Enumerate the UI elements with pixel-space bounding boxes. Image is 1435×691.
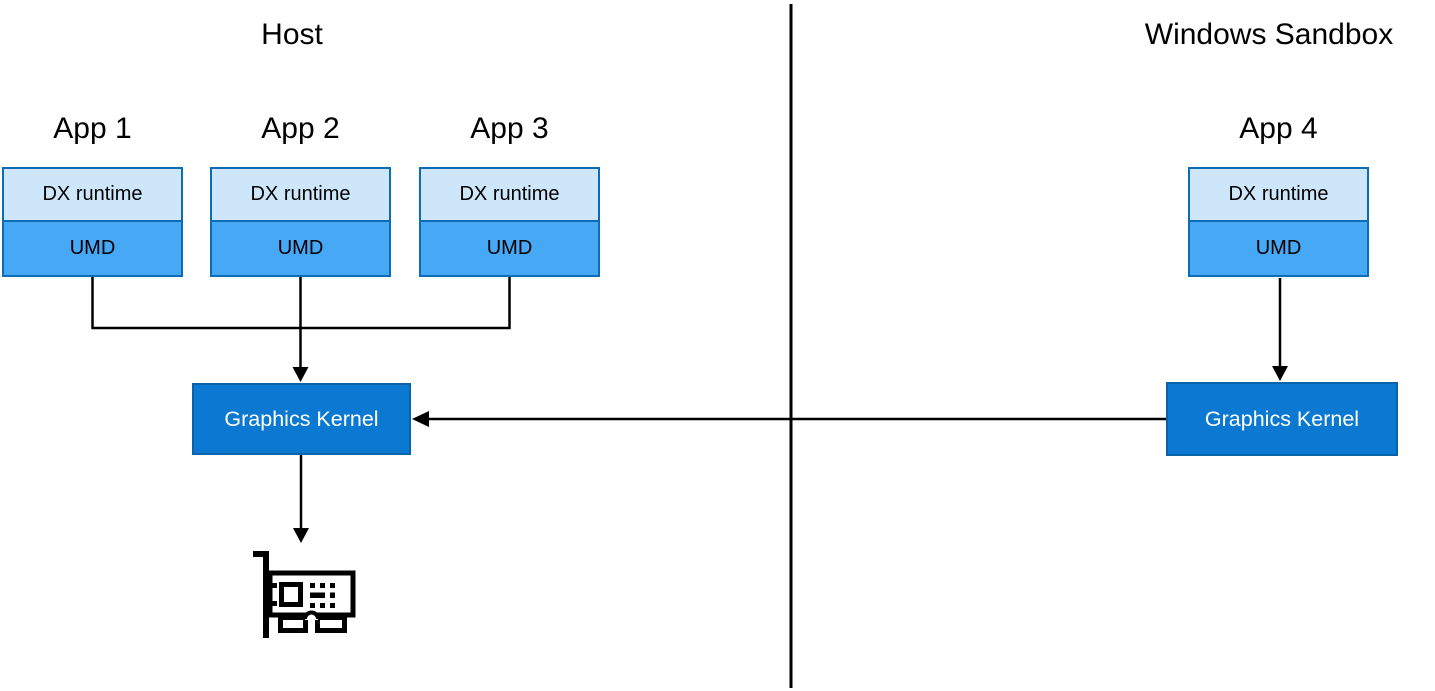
app2-stack: DX runtime UMD <box>210 167 391 277</box>
host-kernel-to-gpu-arrowhead <box>293 528 309 543</box>
sandbox-section-title: Windows Sandbox <box>1144 18 1394 51</box>
app1-label: App 1 <box>53 112 132 145</box>
app1-dx-runtime-box: DX runtime <box>4 169 181 222</box>
app1-umd-box: UMD <box>4 222 181 275</box>
app4-to-sandbox-kernel-arrowhead <box>1272 366 1288 381</box>
sandbox-to-host-kernel-arrowhead <box>412 411 429 427</box>
app4-umd-box: UMD <box>1190 222 1367 275</box>
app4-stack: DX runtime UMD <box>1188 167 1369 277</box>
app3-label: App 3 <box>470 112 549 145</box>
app1-stack: DX runtime UMD <box>2 167 183 277</box>
app2-umd-box: UMD <box>212 222 389 275</box>
host-graphics-kernel-box: Graphics Kernel <box>192 383 411 455</box>
app2-label: App 2 <box>261 112 340 145</box>
app3-stack: DX runtime UMD <box>419 167 600 277</box>
app3-umd-box: UMD <box>421 222 598 275</box>
app4-label: App 4 <box>1239 112 1318 145</box>
app2-dx-runtime-box: DX runtime <box>212 169 389 222</box>
sandbox-graphics-kernel-box: Graphics Kernel <box>1166 382 1398 456</box>
app4-dx-runtime-box: DX runtime <box>1190 169 1367 222</box>
gpu-card-icon <box>253 551 356 638</box>
bus-to-host-kernel-arrowhead <box>292 367 309 382</box>
app3-dx-runtime-box: DX runtime <box>421 169 598 222</box>
host-section-title: Host <box>261 18 323 51</box>
